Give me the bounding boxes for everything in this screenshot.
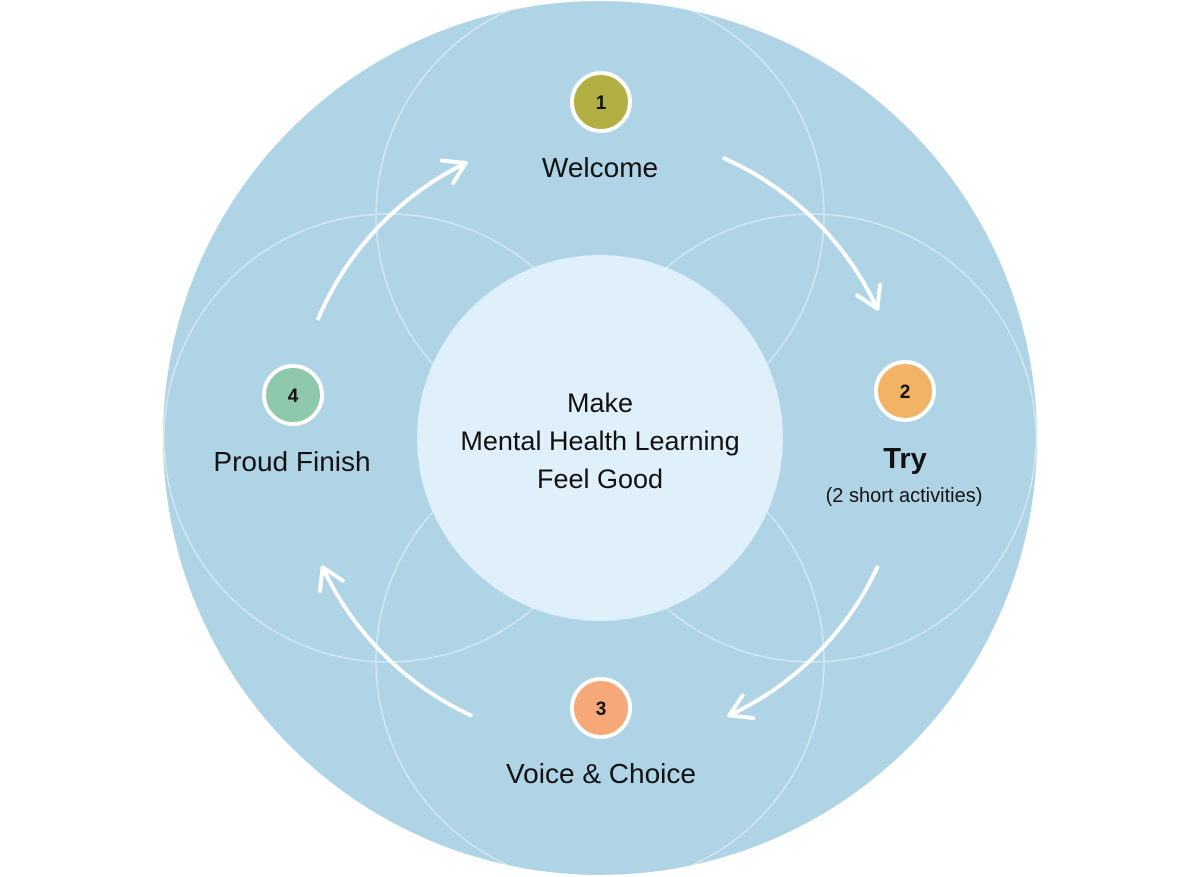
center-line-2: Mental Health Learning bbox=[460, 426, 739, 456]
step-4: 4 Proud Finish bbox=[213, 364, 371, 477]
step-3-title: Voice & Choice bbox=[506, 758, 696, 789]
step-2-title: Try bbox=[883, 443, 927, 475]
step-3: 3 Voice & Choice bbox=[506, 677, 696, 789]
center-line-1: Make bbox=[567, 388, 633, 418]
center-text: Make Mental Health Learning Feel Good bbox=[460, 388, 739, 494]
step-3-number: 3 bbox=[596, 699, 607, 720]
step-4-badge bbox=[262, 364, 324, 426]
step-2-subtitle: (2 short activities) bbox=[826, 485, 983, 507]
center-line-3: Feel Good bbox=[537, 464, 663, 494]
arrow-finish-to-welcome-head-icon bbox=[439, 158, 468, 186]
step-4-number: 4 bbox=[288, 386, 299, 407]
step-2: 2 Try (2 short activities) bbox=[826, 360, 983, 507]
step-1-title: Welcome bbox=[542, 152, 658, 183]
arrow-welcome-to-try bbox=[722, 156, 880, 311]
inner-circle bbox=[417, 255, 783, 621]
arrow-try-to-voice-head-icon bbox=[727, 693, 756, 721]
step-1-number: 1 bbox=[596, 93, 607, 114]
step-1-badge bbox=[570, 71, 632, 133]
step-4-title: Proud Finish bbox=[213, 446, 370, 477]
arrow-welcome-to-try-head-icon bbox=[855, 282, 883, 311]
arrow-voice-to-finish bbox=[320, 565, 473, 718]
step-2-badge bbox=[874, 360, 936, 422]
arrow-finish-to-welcome bbox=[316, 160, 468, 321]
step-3-badge bbox=[570, 677, 632, 739]
arrow-try-to-voice bbox=[727, 565, 880, 718]
step-1: 1 Welcome bbox=[542, 71, 658, 183]
arrow-voice-to-finish-head-icon bbox=[317, 565, 345, 594]
step-2-number: 2 bbox=[900, 382, 911, 403]
